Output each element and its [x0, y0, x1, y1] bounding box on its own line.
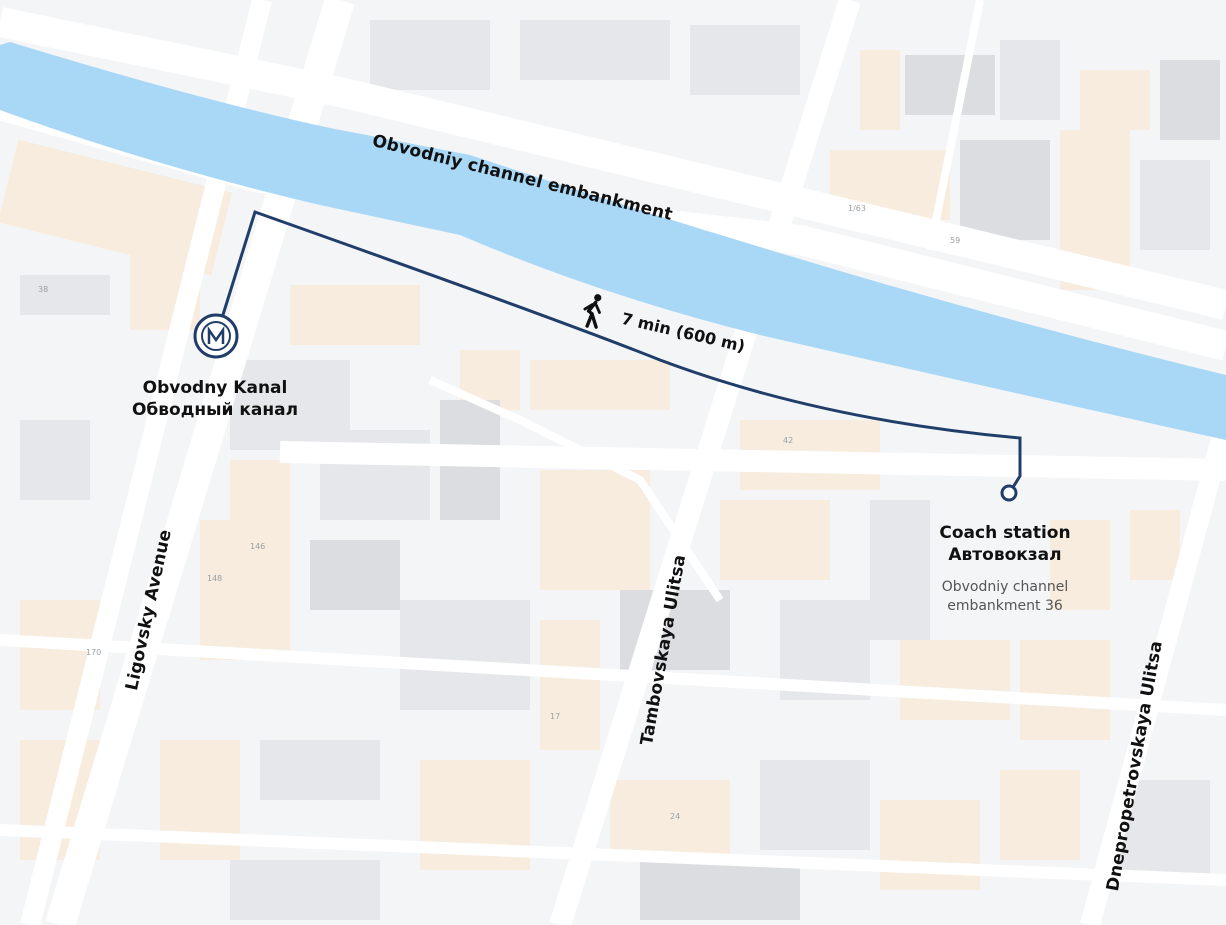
building — [860, 50, 900, 130]
building — [690, 25, 800, 95]
house-number: 59 — [950, 236, 961, 245]
building — [400, 600, 530, 710]
metro-logo-icon[interactable] — [193, 313, 239, 359]
building — [1120, 780, 1210, 880]
house-number: 148 — [207, 574, 223, 583]
metro-name-en: Obvodny Kanal — [142, 378, 288, 398]
building — [905, 55, 995, 115]
road — [1080, 417, 1226, 925]
metro-station-label: Obvodny Kanal Обводный канал — [110, 377, 320, 421]
metro-logo-m — [207, 326, 225, 344]
building — [290, 285, 420, 345]
building — [1000, 770, 1080, 860]
walking-route-line — [220, 210, 1022, 493]
house-number: 42 — [783, 436, 794, 445]
road — [549, 0, 861, 925]
building — [640, 860, 800, 920]
building — [1000, 40, 1060, 120]
destination-marker-icon[interactable] — [1000, 484, 1018, 502]
building — [230, 860, 380, 920]
metro-name-ru: Обводный канал — [131, 400, 299, 420]
house-number: 17 — [550, 712, 561, 721]
building — [900, 640, 1010, 720]
building — [530, 360, 670, 410]
metro-logo-inner — [201, 321, 231, 351]
road — [279, 441, 1226, 481]
building — [1080, 70, 1150, 130]
building — [520, 20, 670, 80]
walking-time-group: 7 min (600 m) — [576, 290, 749, 363]
building — [720, 500, 830, 580]
building — [1140, 160, 1210, 250]
pedestrian-icon — [583, 294, 602, 329]
building — [310, 540, 400, 610]
building — [760, 760, 870, 850]
obvodny-canal — [0, 42, 1226, 440]
building — [20, 275, 110, 315]
building — [260, 740, 380, 800]
road — [0, 824, 1226, 886]
building — [370, 20, 490, 90]
destination-name-en: Coach station — [939, 523, 1071, 543]
house-number: 24 — [670, 812, 681, 821]
building — [1050, 520, 1110, 610]
road — [926, 0, 984, 251]
house-number: 146 — [250, 542, 266, 551]
road — [0, 634, 1226, 716]
building — [200, 520, 290, 660]
building — [960, 140, 1050, 240]
building — [880, 800, 980, 890]
building — [1160, 60, 1220, 140]
road — [428, 376, 724, 603]
building — [1130, 510, 1180, 580]
building — [540, 470, 650, 590]
destination-label: Coach station Автовокзал Obvodniy channe… — [900, 522, 1110, 616]
building — [610, 780, 730, 860]
building — [1020, 640, 1110, 740]
buildings-layer — [0, 20, 1220, 920]
building — [20, 420, 90, 500]
destination-address-line2: embankment 36 — [947, 598, 1063, 614]
house-number: 1/63 — [848, 204, 866, 213]
building — [870, 500, 930, 640]
destination-name-ru: Автовокзал — [948, 545, 1062, 565]
house-number: 38 — [38, 285, 49, 294]
house-number: 170 — [86, 648, 102, 657]
destination-address-line1: Obvodniy channel — [941, 579, 1069, 595]
building — [540, 620, 600, 750]
